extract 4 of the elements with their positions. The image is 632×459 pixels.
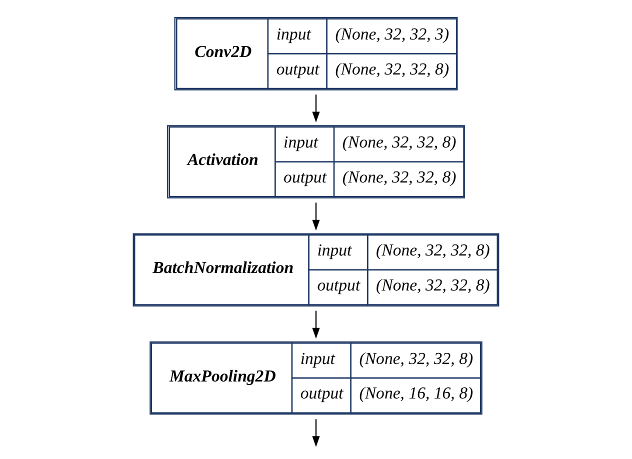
arrow [312,94,320,123]
arrow [312,419,320,447]
arrow [312,202,320,231]
arrow [312,310,320,339]
